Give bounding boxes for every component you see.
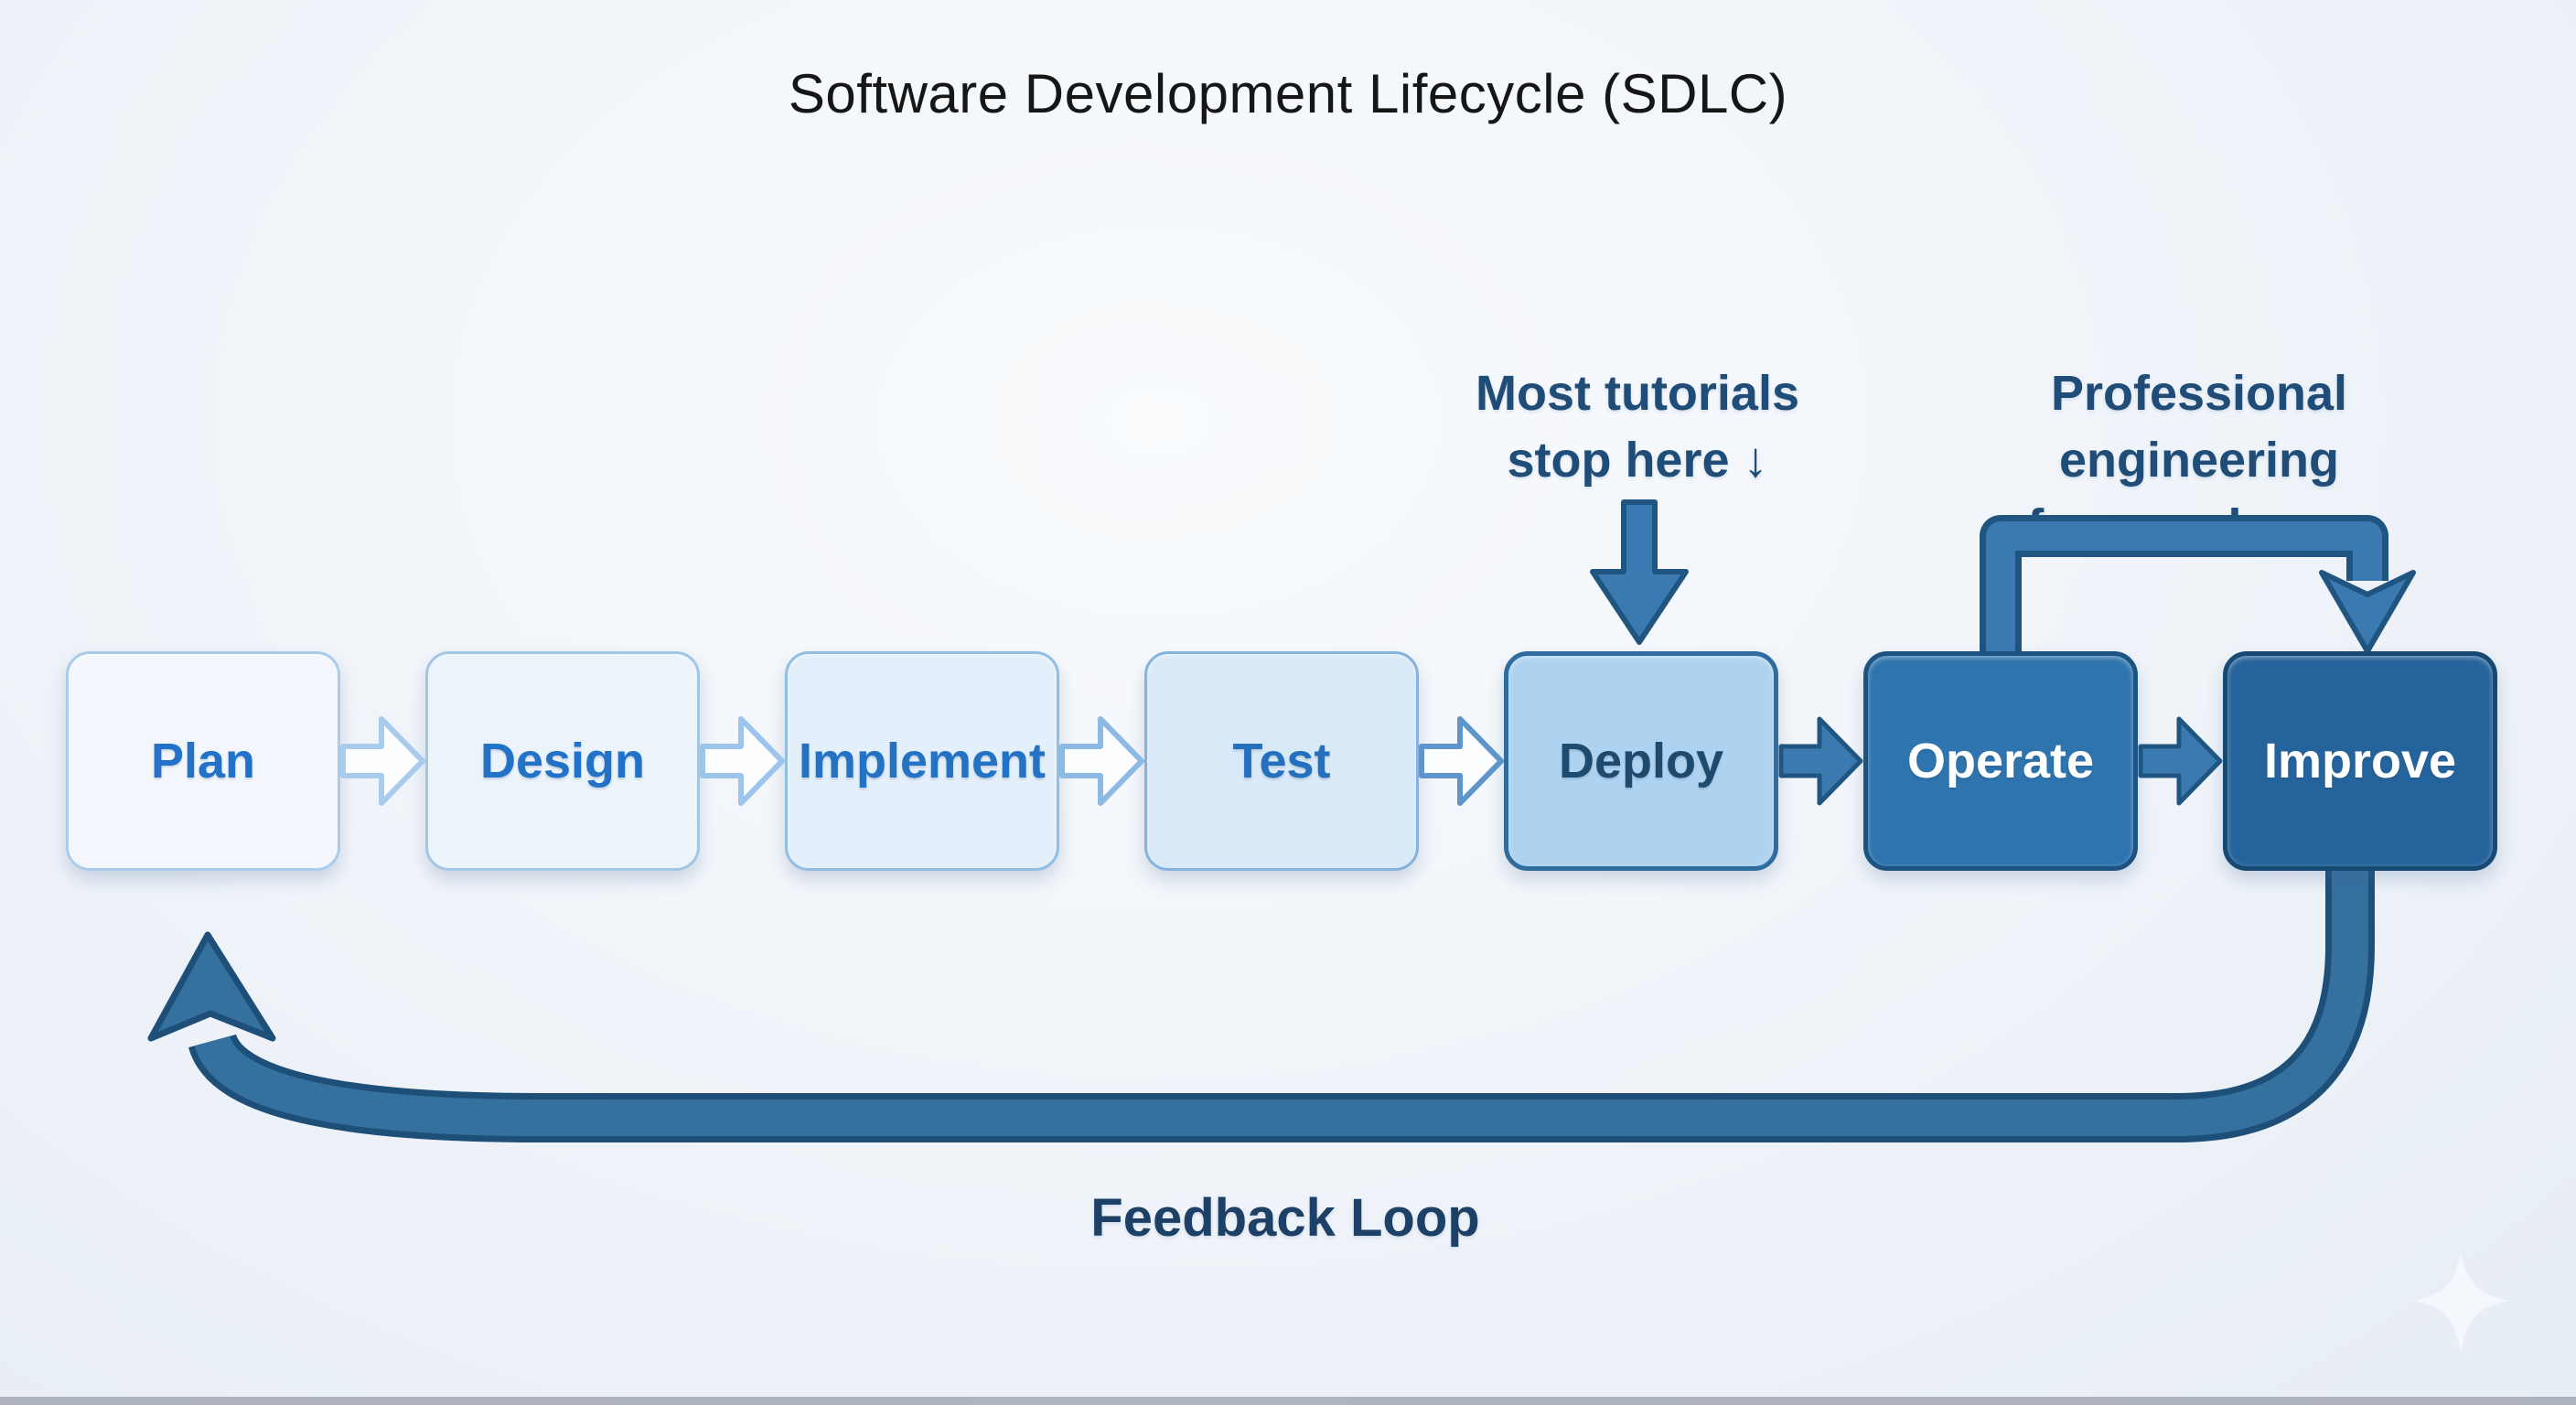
connector-arrow-design-to-implement: [700, 716, 785, 806]
stage-box-improve: Improve: [2223, 651, 2497, 871]
tutorials-down-arrow-icon: [1590, 499, 1689, 645]
stage-box-test: Test: [1144, 651, 1419, 871]
stage-box-plan: Plan: [66, 651, 340, 871]
feedback-loop-arrowhead-icon: [147, 931, 276, 1042]
feedback-loop-arrow: [147, 862, 2375, 1142]
stage-box-design: Design: [425, 651, 700, 871]
stage-label: Deploy: [1558, 734, 1724, 788]
connector-arrow-operate-to-improve: [2138, 716, 2223, 806]
connector-arrow-implement-to-test: [1059, 716, 1144, 806]
stage-box-operate: Operate: [1863, 651, 2138, 871]
stage-label: Design: [479, 734, 646, 788]
annotation-line: stop here ↓: [1507, 433, 1768, 488]
connector-arrow-plan-to-design: [340, 716, 425, 806]
feedback-loop-label: Feedback Loop: [1090, 1188, 1480, 1248]
stage-label: Operate: [1906, 734, 2095, 788]
connector-arrow-deploy-to-operate: [1778, 716, 1863, 806]
annotation-line: Professional engineering: [2050, 366, 2348, 488]
elbow-arrowhead-icon: [2319, 570, 2416, 654]
annotation-most-tutorials: Most tutorials stop here ↓: [1476, 360, 1799, 494]
professional-elbow-arrow: [1980, 515, 2416, 654]
stage-box-implement: Implement: [785, 651, 1059, 871]
diagram-title: Software Development Lifecycle (SDLC): [788, 63, 1788, 124]
stage-box-deploy: Deploy: [1504, 651, 1778, 871]
sparkle-icon: [2413, 1251, 2509, 1355]
annotation-line: Most tutorials: [1475, 366, 1800, 421]
stage-label: Implement: [798, 734, 1046, 788]
stage-label: Plan: [150, 734, 256, 788]
stage-label: Test: [1232, 734, 1331, 788]
window-bottom-edge: [0, 1397, 2576, 1405]
connector-arrow-test-to-deploy: [1419, 716, 1504, 806]
stage-label: Improve: [2263, 734, 2457, 788]
